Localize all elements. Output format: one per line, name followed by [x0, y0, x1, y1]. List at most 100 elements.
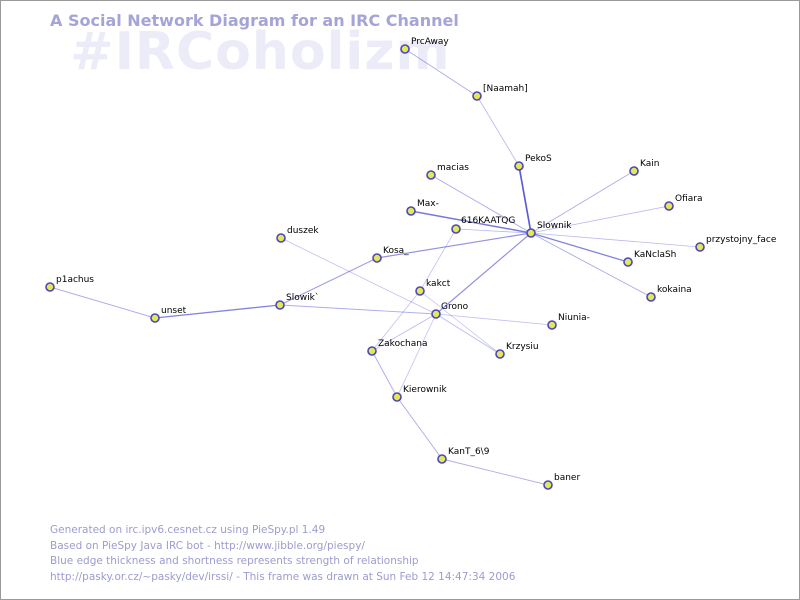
node-marker-Kierownik — [392, 392, 402, 402]
node-marker-Krzysiu — [495, 349, 505, 359]
edge-Naamah-PekoS — [476, 95, 520, 167]
edge-616KAATQG-kakct — [419, 228, 457, 292]
node-marker-Kosa — [372, 253, 382, 263]
node-label-Kosa: Kosa_ — [383, 246, 409, 256]
node-label-Naamah: [Naamah] — [483, 84, 528, 94]
edge-Kosa-Slowik — [279, 257, 378, 306]
node-Zakochana: Zakochana — [367, 339, 427, 356]
node-label-przystojny_face: przystojny_face — [706, 235, 777, 245]
footer-notes: Generated on irc.ipv6.cesnet.cz using Pi… — [50, 523, 515, 585]
node-label-kokaina: kokaina — [657, 285, 692, 295]
node-Slownik: Slownik — [526, 221, 572, 238]
footer-line-generated: Generated on irc.ipv6.cesnet.cz using Pi… — [50, 524, 326, 536]
node-marker-Grono — [431, 309, 441, 319]
node-Kain: Kain — [629, 159, 659, 176]
node-marker-macias — [426, 170, 436, 180]
node-PekoS: PekoS — [514, 154, 552, 171]
node-kokaina: kokaina — [646, 285, 692, 302]
footer-line-timestamp: http://pasky.or.cz/~pasky/dev/irssi/ - T… — [50, 570, 516, 583]
edge-Grono-Niunia — [435, 313, 553, 326]
node-macias: macias — [426, 163, 469, 180]
node-Grono: Grono — [431, 302, 469, 319]
node-label-Grono: Grono — [441, 302, 469, 312]
node-label-Kierownik: Kierownik — [403, 385, 448, 395]
node-marker-Ofiara — [664, 201, 674, 211]
node-marker-Zakochana — [367, 346, 377, 356]
edge-Slowik-Grono — [279, 304, 437, 315]
node-Naamah: [Naamah] — [472, 84, 528, 101]
edge-unset-Slowik — [154, 304, 281, 319]
node-Ofiara: Ofiara — [664, 194, 702, 211]
node-label-PrcAway: PrcAway — [411, 37, 449, 47]
node-label-KanT: KanT_6\9 — [448, 447, 490, 457]
edge-duszek-Grono — [280, 237, 437, 315]
edge-Grono-Zakochana — [371, 313, 437, 352]
node-marker-Niunia — [547, 320, 557, 330]
node-marker-kakct — [415, 286, 425, 296]
node-marker-Kain — [629, 166, 639, 176]
node-label-Ofiara: Ofiara — [675, 194, 702, 204]
node-PrcAway: PrcAway — [400, 37, 449, 54]
edge-Kain-Slownik — [530, 170, 635, 234]
edge-Kierownik-KanT — [396, 396, 443, 460]
node-KaNclaSh: KaNclaSh — [623, 250, 676, 267]
node-duszek: duszek — [276, 226, 319, 243]
edge-przystojny_face-Slownik — [530, 232, 701, 248]
channel-watermark: #IRCoholizm — [70, 22, 451, 82]
edge-616KAATQG-Slownik — [455, 228, 532, 234]
nodes-layer: PrcAway [Naamah] PekoS macias KainOfiaraMax-… — [45, 37, 777, 490]
node-KanT: KanT_6\9 — [437, 447, 490, 464]
node-marker-KaNclaSh — [623, 257, 633, 267]
node-label-duszek: duszek — [287, 226, 319, 236]
edge-Grono-Krzysiu — [435, 313, 501, 355]
node-p1achus: p1achus — [45, 275, 94, 292]
edge-Kosa-Slownik — [376, 232, 532, 259]
node-label-Niunia: Niunia- — [558, 313, 590, 323]
node-unset: unset — [150, 306, 187, 323]
node-marker-unset — [150, 313, 160, 323]
node-marker-PrcAway — [400, 44, 410, 54]
edge-kakct-Zakochana — [371, 290, 421, 352]
edge-kakct-Krzysiu — [419, 290, 501, 355]
node-label-Slownik: Slownik — [537, 221, 572, 231]
node-Slowik: Slowik` — [275, 292, 319, 310]
edge-kokaina-Slownik — [530, 232, 652, 298]
node-Kierownik: Kierownik — [392, 385, 448, 402]
node-label-Slowik: Slowik` — [286, 292, 319, 303]
node-616KAATQG: 616KAATQG — [451, 216, 515, 234]
node-Krzysiu: Krzysiu — [495, 342, 539, 359]
node-Max: Max- — [406, 199, 439, 216]
edge-KanT-baner — [441, 458, 549, 486]
node-marker-baner — [543, 480, 553, 490]
node-label-macias: macias — [437, 163, 469, 173]
node-marker-przystojny_face — [695, 242, 705, 252]
node-marker-Naamah — [472, 91, 482, 101]
edges-layer — [49, 48, 701, 486]
node-label-616KAATQG: 616KAATQG — [461, 216, 515, 226]
edge-Max-Slownik — [410, 210, 532, 234]
edge-Ofiara-Slownik — [530, 205, 670, 234]
node-label-Max: Max- — [417, 199, 439, 209]
node-kakct: kakct — [415, 279, 451, 296]
node-przystojny_face: przystojny_face — [695, 235, 777, 252]
edge-PekoS-Slownik — [518, 165, 532, 234]
node-marker-kokaina — [646, 292, 656, 302]
footer-line-based-on: Based on PieSpy Java IRC bot - http://ww… — [50, 539, 365, 552]
node-label-baner: baner — [554, 473, 580, 483]
edge-Grono-Kierownik — [396, 313, 437, 398]
edge-p1achus-unset — [49, 286, 156, 319]
node-marker-Max — [406, 206, 416, 216]
edge-PrcAway-Naamah — [404, 48, 478, 97]
node-label-KaNclaSh: KaNclaSh — [634, 250, 676, 260]
node-Kosa: Kosa_ — [372, 246, 409, 263]
edge-Zakochana-Kierownik — [371, 350, 398, 398]
edge-macias-Slownik — [430, 174, 532, 234]
node-marker-KanT — [437, 454, 447, 464]
node-label-PekoS: PekoS — [525, 154, 552, 164]
node-label-p1achus: p1achus — [56, 275, 94, 285]
footer-line-legend: Blue edge thickness and shortness repres… — [50, 555, 419, 567]
node-label-unset: unset — [161, 306, 187, 316]
node-baner: baner — [543, 473, 580, 490]
edge-Grono-Slownik — [435, 232, 532, 315]
